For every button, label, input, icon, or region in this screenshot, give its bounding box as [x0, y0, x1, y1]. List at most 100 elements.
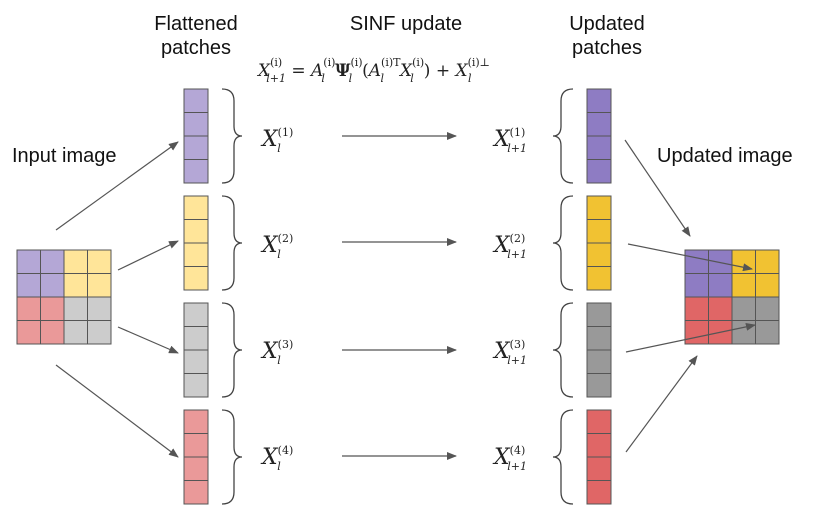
updated-patches-title-line2: patches [571, 37, 643, 59]
formula-x-sub: l [410, 72, 414, 85]
updated-cell [684, 273, 709, 298]
flattened-patches-title: Flattened patches [154, 12, 237, 60]
updated-patch-cell [586, 242, 612, 267]
flattened-title-line1: Flattened [154, 13, 238, 35]
formula-a2-sup: (i)T [381, 56, 401, 69]
input-cell [63, 296, 88, 321]
flattened-cell [183, 433, 209, 458]
formula-psi-sup: (i) [350, 56, 363, 69]
flattened-cell [183, 480, 209, 505]
input-cell [40, 320, 65, 345]
right-curly-brace [221, 88, 243, 184]
input-cell [40, 296, 65, 321]
formula-a2-base: A [368, 61, 382, 81]
input-cell [16, 273, 41, 298]
input-cell [16, 320, 41, 345]
formula-equals: = [291, 61, 306, 81]
input-cell [16, 249, 41, 274]
updated-patches-title-line1: Updated [569, 13, 645, 35]
updated-cell [755, 296, 780, 321]
patch-3-to-output-arrow [625, 322, 756, 353]
updated-patch-cell [586, 373, 612, 398]
flow-arrows [55, 132, 756, 460]
input-cell [87, 273, 112, 298]
flattened-cell [183, 266, 209, 291]
right-symbol-2: X(2)l+1 [494, 232, 527, 261]
input-to-patch-4-arrow [55, 364, 179, 458]
flattened-cell [183, 219, 209, 244]
patch-4-to-output-arrow [625, 355, 698, 453]
updated-patch-cell [586, 326, 612, 351]
updated-patch-cell [586, 266, 612, 291]
flattened-title-line2: patches [160, 37, 232, 59]
updated-patch-cell [586, 302, 612, 327]
updated-cell [731, 273, 756, 298]
flattened-cell [183, 456, 209, 481]
input-cell [16, 296, 41, 321]
updated-cell [755, 320, 780, 345]
input-cell [63, 249, 88, 274]
left-symbol-2: X(2)l [262, 232, 294, 261]
updated-patch-cell [586, 135, 612, 160]
input-cell [87, 296, 112, 321]
input-cell [63, 320, 88, 345]
input-cell [87, 249, 112, 274]
left-symbol-3: X(3)l [262, 338, 294, 367]
left-curly-brace [552, 302, 574, 398]
left-curly-brace [552, 88, 574, 184]
formula-close-paren: ) [423, 61, 431, 81]
right-curly-brace [221, 302, 243, 398]
input-cell [87, 320, 112, 345]
right-symbol-4: X(4)l+1 [494, 444, 527, 473]
updated-patch-cell [586, 219, 612, 244]
formula-a-sub: l [321, 72, 325, 85]
patch-1-to-output-arrow [624, 139, 691, 237]
left-curly-brace [552, 409, 574, 505]
input-cell [40, 273, 65, 298]
flattened-cell [183, 409, 209, 434]
updated-cell [684, 249, 709, 274]
formula-x-base: X [400, 61, 413, 81]
updated-cell [731, 320, 756, 345]
formula-psi-base: Ψ [334, 61, 351, 81]
updated-cell [684, 320, 709, 345]
flattened-cell [183, 242, 209, 267]
right-symbol-1: X(1)l+1 [494, 126, 527, 155]
flattened-cell [183, 195, 209, 220]
formula-lhs-sup: (i) [270, 56, 283, 69]
input-image-grid [16, 249, 112, 345]
updated-patch-columns [586, 88, 612, 505]
updated-cell [684, 296, 709, 321]
left-symbol-4: X(4)l [262, 444, 294, 473]
updated-cell [708, 296, 733, 321]
formula-perp-sup: (i)⊥ [467, 56, 491, 69]
sinf-update-title: SINF update [349, 13, 463, 35]
left-symbol-1: X(1)l [262, 126, 294, 155]
formula-open-paren: ( [362, 61, 369, 81]
input-cell [63, 273, 88, 298]
formula-lhs-sub: l+1 [266, 72, 286, 85]
updated-image-label: Updated image [657, 145, 793, 167]
flattened-cell [183, 135, 209, 160]
formula-plus: + [435, 61, 451, 81]
patch-2-to-output-arrow [627, 243, 753, 272]
flattened-patch-columns [183, 88, 209, 505]
flattened-cell [183, 159, 209, 184]
formula-perp-sub: l [468, 72, 472, 85]
input-cell [40, 249, 65, 274]
patch-braces [221, 88, 574, 505]
updated-patch-cell [586, 112, 612, 137]
flattened-cell [183, 326, 209, 351]
input-to-patch-1-arrow [55, 141, 179, 231]
flattened-cell [183, 349, 209, 374]
updated-cell [755, 249, 780, 274]
formula-a-sup: (i) [323, 56, 336, 69]
right-curly-brace [221, 409, 243, 505]
updated-cell [731, 296, 756, 321]
input-to-patch-3-arrow [117, 326, 179, 354]
formula-psi-sub: l [348, 72, 353, 85]
flattened-cell [183, 373, 209, 398]
